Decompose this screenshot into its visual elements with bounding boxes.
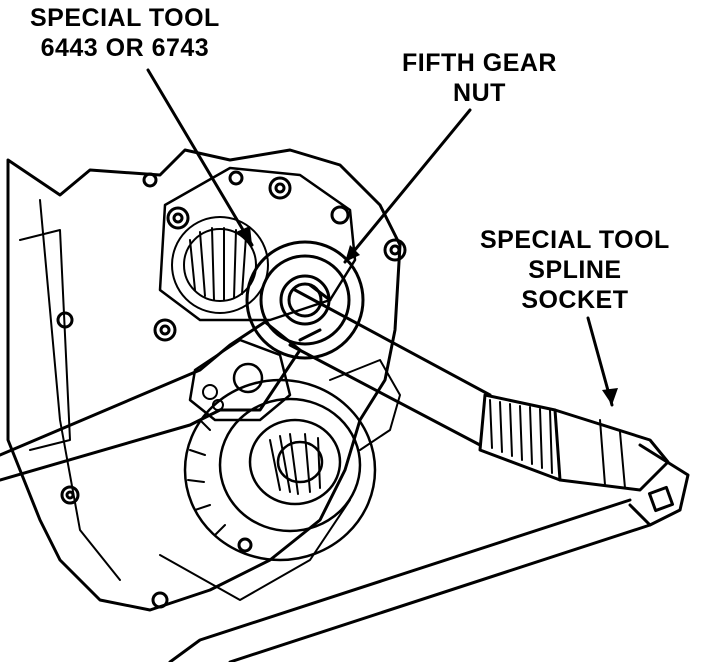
case-bolts (56, 170, 407, 609)
callout-spline-socket: SPECIAL TOOL SPLINE SOCKET (480, 225, 670, 315)
synchronizer-gear (183, 378, 377, 562)
arrowheads (236, 226, 618, 405)
callout-line: FIFTH GEAR (402, 49, 557, 77)
wrench-head (188, 338, 292, 422)
callout-line: NUT (453, 79, 506, 107)
retainer-plate (158, 166, 357, 322)
ratchet-handle (168, 443, 690, 662)
shaft-housing (329, 359, 401, 451)
case-inner-edge (39, 199, 121, 581)
callout-line: 6443 OR 6743 (40, 34, 210, 62)
case-flange (19, 229, 71, 451)
callout-line: SPECIAL TOOL (480, 226, 670, 254)
callout-line: SOCKET (521, 286, 629, 314)
transmission-case (6, 148, 402, 612)
spline-socket (478, 393, 670, 492)
socket-extension (288, 283, 492, 447)
splined-gear (171, 216, 269, 314)
callout-line: SPECIAL TOOL (30, 4, 220, 32)
callout-fifth-gear-nut: FIFTH GEAR NUT (402, 48, 557, 108)
callout-special-tool-6443: SPECIAL TOOL 6443 OR 6743 (30, 3, 220, 63)
lower-case-edge (159, 499, 351, 601)
callout-line: SPLINE (528, 256, 622, 284)
